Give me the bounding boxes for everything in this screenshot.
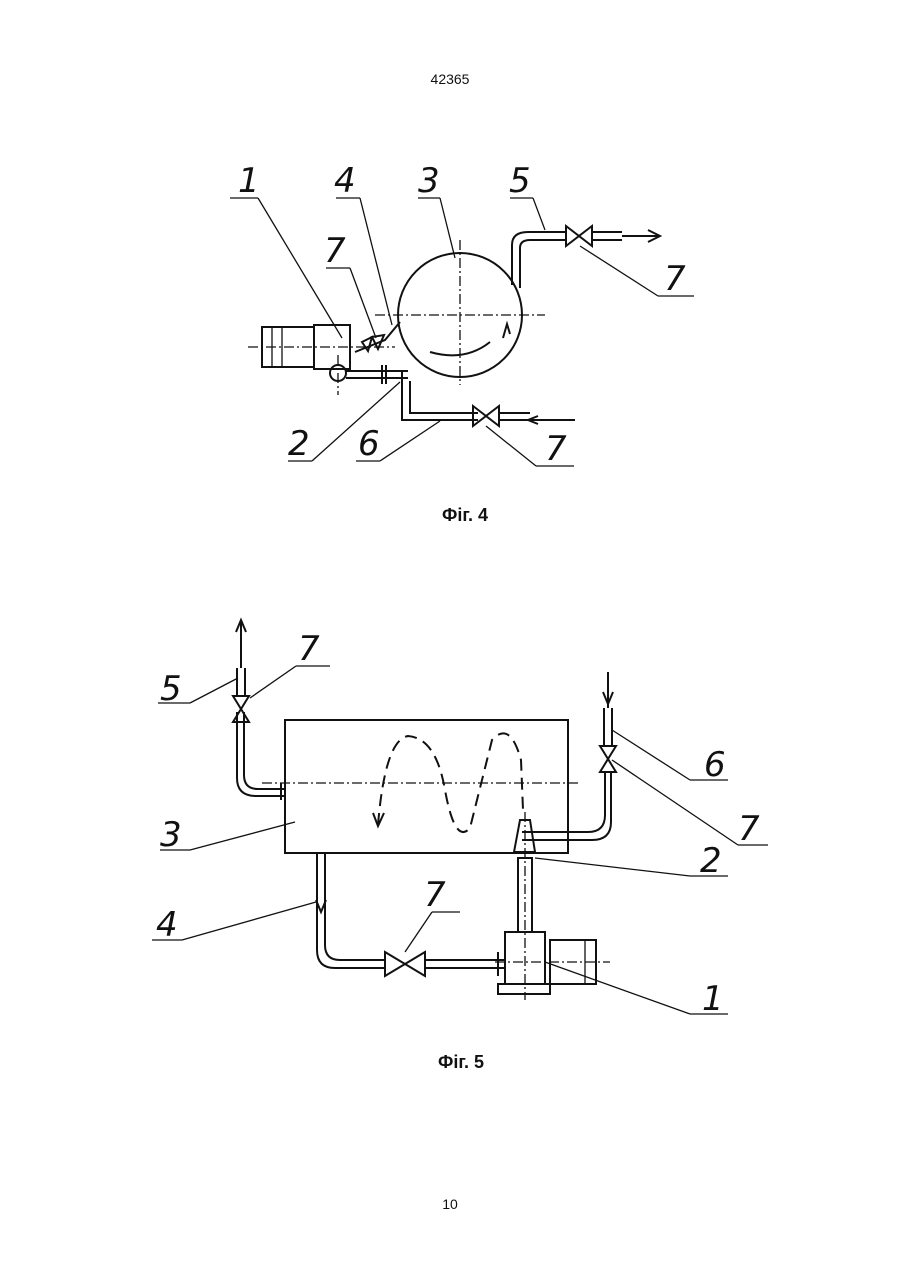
figure-4-drawing: 1 4 3 5 7 7 2 6 7 [0,150,900,490]
figure-5-drawing: 5 7 6 7 3 2 4 7 1 [0,600,900,1030]
label-7: 7 [324,231,346,271]
figure-5-caption: Фіг. 5 [0,1052,900,1073]
label-4: 4 [334,161,356,201]
figure-4-caption: Фіг. 4 [0,505,900,526]
label-2: 2 [700,841,722,881]
label-1: 1 [702,979,724,1019]
label-7: 7 [545,429,567,469]
document-number: 42365 [0,71,900,87]
label-1: 1 [238,161,260,201]
page-number: 10 [0,1196,900,1212]
label-7: 7 [298,629,320,669]
label-7: 7 [738,809,760,849]
label-5: 5 [160,669,182,709]
label-6: 6 [704,745,726,785]
label-2: 2 [288,424,310,464]
label-6: 6 [358,424,380,464]
label-7: 7 [424,875,446,915]
label-3: 3 [160,815,182,855]
label-3: 3 [418,161,440,201]
label-4: 4 [156,905,178,945]
label-7: 7 [664,259,686,299]
label-5: 5 [509,161,531,201]
